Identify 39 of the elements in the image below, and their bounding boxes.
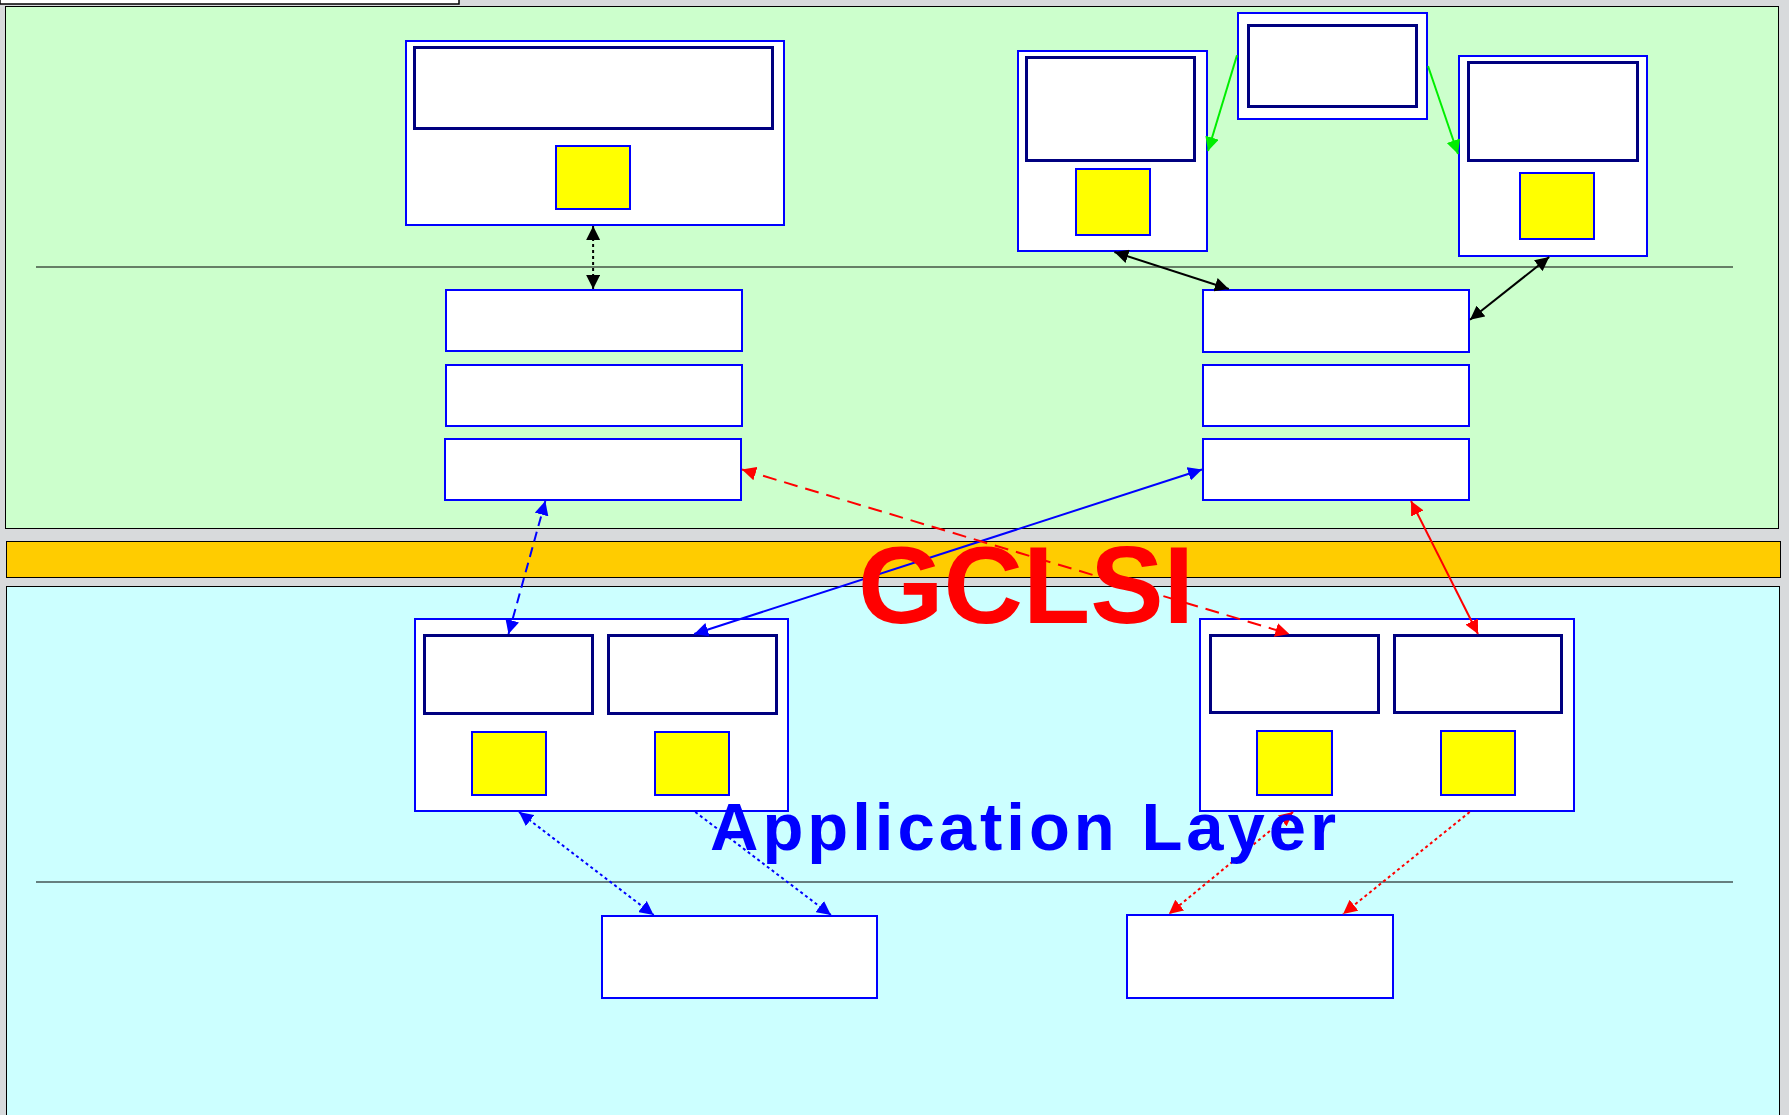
port-square (555, 145, 631, 210)
arrow (1167, 811, 1294, 915)
port-square (654, 731, 730, 796)
arrow (518, 811, 655, 916)
component-box (405, 40, 785, 226)
module-box (1025, 56, 1196, 162)
port-square (1440, 730, 1516, 796)
component-box (1202, 438, 1470, 501)
arrow (586, 225, 601, 290)
component-box (445, 364, 743, 427)
port-square (1519, 172, 1595, 240)
module-box (607, 634, 778, 715)
arrow (1113, 249, 1230, 292)
arrow (1205, 54, 1238, 152)
component-box (1237, 12, 1428, 120)
arrow (1469, 256, 1551, 321)
arrow (694, 811, 832, 916)
component-box (1017, 50, 1208, 252)
module-box (1247, 24, 1418, 108)
arrow (1410, 500, 1479, 635)
port-square (471, 731, 547, 796)
component-box (445, 289, 743, 352)
arrow (1342, 811, 1471, 915)
component-box (444, 438, 742, 501)
module-box (413, 46, 774, 130)
component-box (1202, 364, 1470, 427)
component-box (1202, 289, 1470, 353)
module-box (1393, 634, 1563, 714)
arrow (1427, 65, 1461, 155)
module-box (423, 634, 594, 715)
layer-panel (5, 6, 1779, 529)
module-box (1467, 61, 1639, 162)
port-square (1075, 168, 1151, 236)
port-square (1256, 730, 1333, 796)
component-box (1458, 55, 1648, 257)
component-box (601, 915, 878, 999)
module-box (1209, 634, 1380, 714)
arrow (505, 500, 549, 635)
component-box (1126, 914, 1394, 999)
